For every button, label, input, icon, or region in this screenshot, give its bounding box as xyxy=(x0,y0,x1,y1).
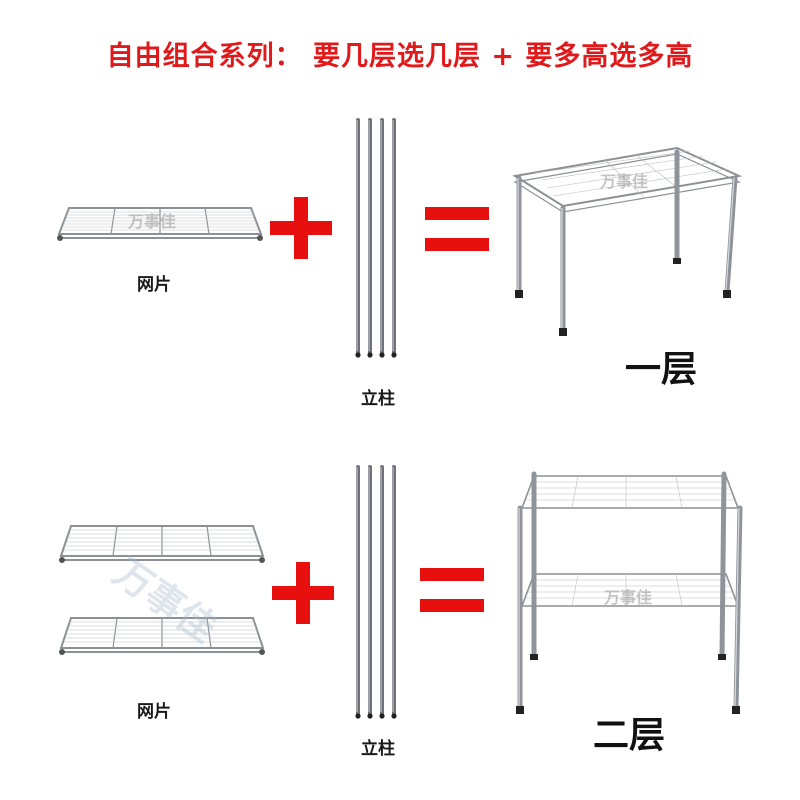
one-tier-rack xyxy=(512,146,743,336)
pole-label: 立柱 xyxy=(361,739,395,759)
tier-label-two: 二层 xyxy=(593,715,666,756)
two-tier-rack xyxy=(516,471,743,714)
wire-shelf-panel xyxy=(59,525,265,563)
watermark: 万事佳 xyxy=(604,588,653,607)
tier-label-one: 一层 xyxy=(625,349,698,390)
wire-shelf-panel xyxy=(57,207,263,241)
page-title: 自由组合系列： 要几层选几层 + 要多高选多高 xyxy=(106,41,694,72)
wire-shelf-panel xyxy=(59,617,265,655)
panel-label: 网片 xyxy=(137,275,171,295)
pole-set xyxy=(355,118,397,358)
equals-icon xyxy=(425,207,489,251)
equals-icon xyxy=(420,568,484,612)
pole-set xyxy=(355,465,397,719)
plus-icon xyxy=(272,562,334,624)
watermark: 万事佳 xyxy=(128,212,177,231)
plus-icon xyxy=(270,197,332,259)
panel-label: 网片 xyxy=(137,702,171,722)
pole-label: 立柱 xyxy=(361,389,395,409)
watermark: 万事佳 xyxy=(600,172,649,191)
